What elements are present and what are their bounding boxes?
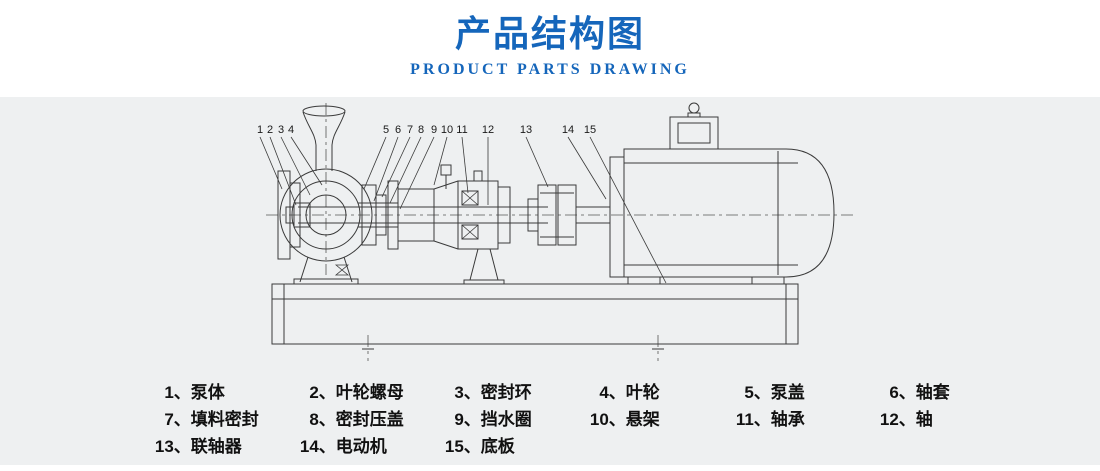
callout-1: 1 bbox=[257, 124, 263, 136]
legend-item-11: 11、 轴承 bbox=[730, 408, 875, 432]
legend-item-label: 悬架 bbox=[625, 410, 660, 429]
legend-item-label: 电动机 bbox=[335, 437, 387, 456]
legend-item-number: 9、 bbox=[454, 410, 481, 429]
callout-12: 12 bbox=[482, 124, 494, 136]
legend-item-number: 8、 bbox=[309, 410, 336, 429]
legend-item-15: 15、 底板 bbox=[440, 435, 585, 459]
baseplate bbox=[271, 283, 799, 350]
callout-7: 7 bbox=[407, 124, 413, 136]
parts-legend: 1、 泵体 2、 叶轮螺母 3、 密封环 4、 叶轮 5、 泵盖 6、 轴套 bbox=[150, 381, 1030, 459]
legend-item-number: 4、 bbox=[599, 383, 626, 402]
legend-item-label: 叶轮螺母 bbox=[335, 383, 404, 402]
callout-15: 15 bbox=[584, 124, 596, 136]
legend-item-label: 填料密封 bbox=[190, 410, 259, 429]
bearing-bracket bbox=[387, 164, 511, 285]
page-title: 产品结构图 bbox=[454, 13, 645, 54]
legend-item-2: 2、 叶轮螺母 bbox=[295, 381, 440, 405]
callout-5: 5 bbox=[383, 124, 389, 136]
centerlines bbox=[266, 103, 856, 361]
legend-item-label: 密封压盖 bbox=[335, 410, 404, 429]
legend-item-label: 泵体 bbox=[190, 383, 225, 402]
callout-10: 10 bbox=[441, 124, 453, 136]
legend-item-number: 1、 bbox=[164, 383, 191, 402]
legend-item-number: 11、 bbox=[735, 410, 771, 429]
legend-item-label: 联轴器 bbox=[190, 437, 242, 456]
legend-item-number: 12、 bbox=[879, 410, 916, 429]
legend-item-label: 轴套 bbox=[915, 383, 950, 402]
callout-13: 13 bbox=[520, 124, 532, 136]
legend-item-4: 4、 叶轮 bbox=[585, 381, 730, 405]
callout-11: 11 bbox=[456, 124, 467, 136]
legend-item-12: 12、 轴 bbox=[875, 408, 1020, 432]
legend-item-number: 15、 bbox=[444, 437, 481, 456]
leader-lines bbox=[259, 136, 667, 284]
callout-2: 2 bbox=[267, 124, 273, 136]
legend-item-13: 13、 联轴器 bbox=[150, 435, 295, 459]
legend-item-number: 2、 bbox=[309, 383, 336, 402]
callout-14: 14 bbox=[562, 124, 574, 136]
product-drawing: 1 2 3 4 5 6 7 8 9 10 11 12 13 14 15 bbox=[257, 102, 856, 361]
legend-item-label: 挡水圈 bbox=[480, 410, 532, 429]
page-subtitle: PRODUCT PARTS DRAWING bbox=[410, 61, 690, 79]
legend-item-label: 底板 bbox=[480, 437, 515, 456]
legend-item-number: 6、 bbox=[889, 383, 916, 402]
legend-item-6: 6、 轴套 bbox=[875, 381, 1020, 405]
coupling bbox=[527, 184, 610, 246]
legend-item-7: 7、 填料密封 bbox=[150, 408, 295, 432]
legend-item-number: 14、 bbox=[299, 437, 336, 456]
callout-numbers: 1 2 3 4 5 6 7 8 9 10 11 12 13 14 15 bbox=[257, 124, 596, 136]
legend-item-number: 5、 bbox=[744, 383, 771, 402]
stuffing-box bbox=[358, 184, 398, 246]
legend-item-label: 泵盖 bbox=[770, 383, 805, 402]
legend-item-5: 5、 泵盖 bbox=[730, 381, 875, 405]
legend-item-number: 3、 bbox=[454, 383, 481, 402]
legend-item-1: 1、 泵体 bbox=[150, 381, 295, 405]
legend-item-10: 10、 悬架 bbox=[585, 408, 730, 432]
callout-3: 3 bbox=[278, 124, 284, 136]
legend-item-14: 14、 电动机 bbox=[295, 435, 440, 459]
page-header: 产品结构图 PRODUCT PARTS DRAWING bbox=[0, 0, 1100, 97]
callout-6: 6 bbox=[395, 124, 401, 136]
legend-item-3: 3、 密封环 bbox=[440, 381, 585, 405]
callout-9: 9 bbox=[431, 124, 437, 136]
electric-motor bbox=[609, 102, 835, 285]
callout-8: 8 bbox=[418, 124, 424, 136]
legend-item-9: 9、 挡水圈 bbox=[440, 408, 585, 432]
legend-item-number: 10、 bbox=[589, 410, 626, 429]
legend-item-label: 密封环 bbox=[480, 383, 532, 402]
pump-shaft bbox=[298, 206, 548, 224]
pump-volute bbox=[277, 105, 373, 285]
legend-item-number: 13、 bbox=[154, 437, 191, 456]
legend-item-label: 轴 bbox=[915, 410, 933, 429]
legend-item-label: 叶轮 bbox=[625, 383, 660, 402]
drawing-panel: 1 2 3 4 5 6 7 8 9 10 11 12 13 14 15 1、 泵… bbox=[0, 97, 1100, 465]
callout-4: 4 bbox=[288, 124, 294, 136]
legend-item-number: 7、 bbox=[164, 410, 191, 429]
legend-item-label: 轴承 bbox=[770, 410, 805, 429]
legend-item-8: 8、 密封压盖 bbox=[295, 408, 440, 432]
